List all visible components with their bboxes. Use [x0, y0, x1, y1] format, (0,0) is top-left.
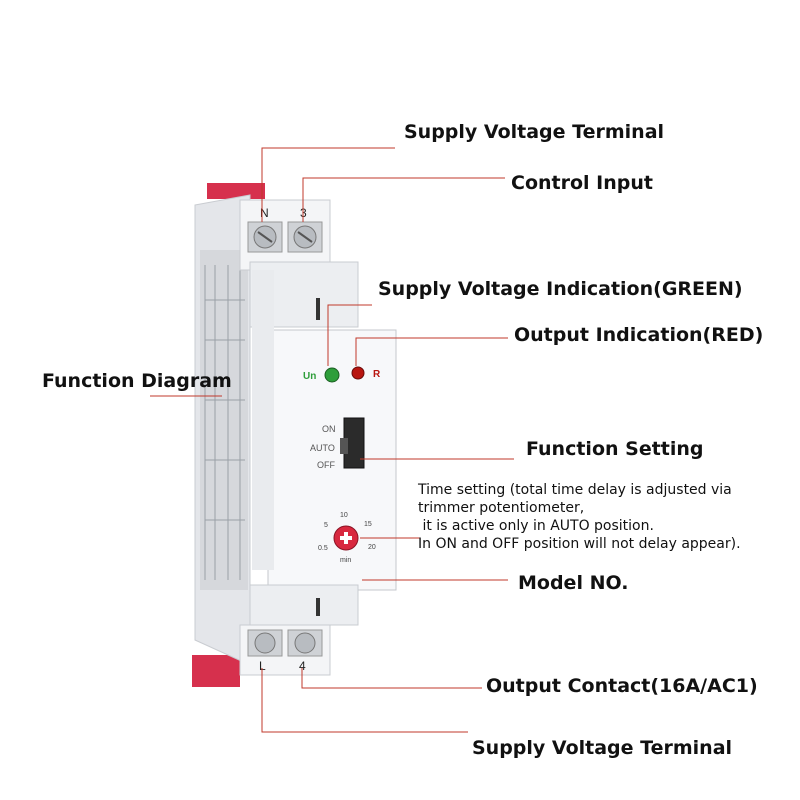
- time-setting-line-2: trimmer potentiometer,: [418, 500, 585, 516]
- label-output-indication: Output Indication(RED): [514, 324, 764, 346]
- function-diagram-panel: [200, 250, 248, 590]
- time-setting-note: Time setting (total time delay is adjust…: [418, 481, 741, 553]
- time-setting-line-3: it is active only in AUTO position.: [418, 518, 654, 534]
- dial-mark-0-5: 0.5: [318, 545, 328, 552]
- dial-mark-10: 10: [340, 512, 348, 519]
- label-supply-voltage-terminal-bottom: Supply Voltage Terminal: [472, 737, 733, 759]
- terminal-4-label: 4: [299, 659, 306, 673]
- time-setting-line-1: Time setting (total time delay is adjust…: [418, 482, 732, 498]
- label-control-input: Control Input: [511, 172, 653, 194]
- slot-top: [316, 298, 320, 320]
- dial-mark-5: 5: [324, 522, 328, 529]
- switch-auto-label: AUTO: [310, 443, 335, 453]
- relay-front-lower: [249, 584, 359, 626]
- label-supply-voltage-terminal-top: Supply Voltage Terminal: [404, 121, 665, 143]
- leader-lines: [150, 147, 514, 733]
- label-function-setting: Function Setting: [526, 438, 704, 460]
- bottom-clip: [192, 655, 240, 687]
- top-terminals: [247, 221, 323, 253]
- top-clip: [207, 183, 265, 199]
- terminal-n-label: N: [260, 206, 269, 220]
- slot-bottom: [316, 598, 320, 616]
- terminal-l-label: L: [259, 659, 266, 673]
- switch-off-label: OFF: [317, 460, 335, 470]
- time-setting-line-4: In ON and OFF position will not delay ap…: [418, 536, 741, 552]
- label-function-diagram: Function Diagram: [42, 370, 232, 392]
- label-model-no: Model NO.: [518, 572, 629, 594]
- dial-mark-20: 20: [368, 544, 376, 551]
- led-red: [351, 366, 365, 380]
- label-supply-voltage-indication: Supply Voltage Indication(GREEN): [378, 278, 743, 300]
- led-red-label: R: [373, 369, 381, 380]
- label-output-contact: Output Contact(16A/AC1): [486, 675, 758, 697]
- bottom-terminals: [247, 629, 323, 657]
- led-green: [324, 367, 340, 383]
- led-green-label: Un: [303, 371, 316, 382]
- dial-mark-15: 15: [364, 521, 372, 528]
- switch-on-label: ON: [322, 424, 336, 434]
- dial-unit: min: [340, 557, 351, 564]
